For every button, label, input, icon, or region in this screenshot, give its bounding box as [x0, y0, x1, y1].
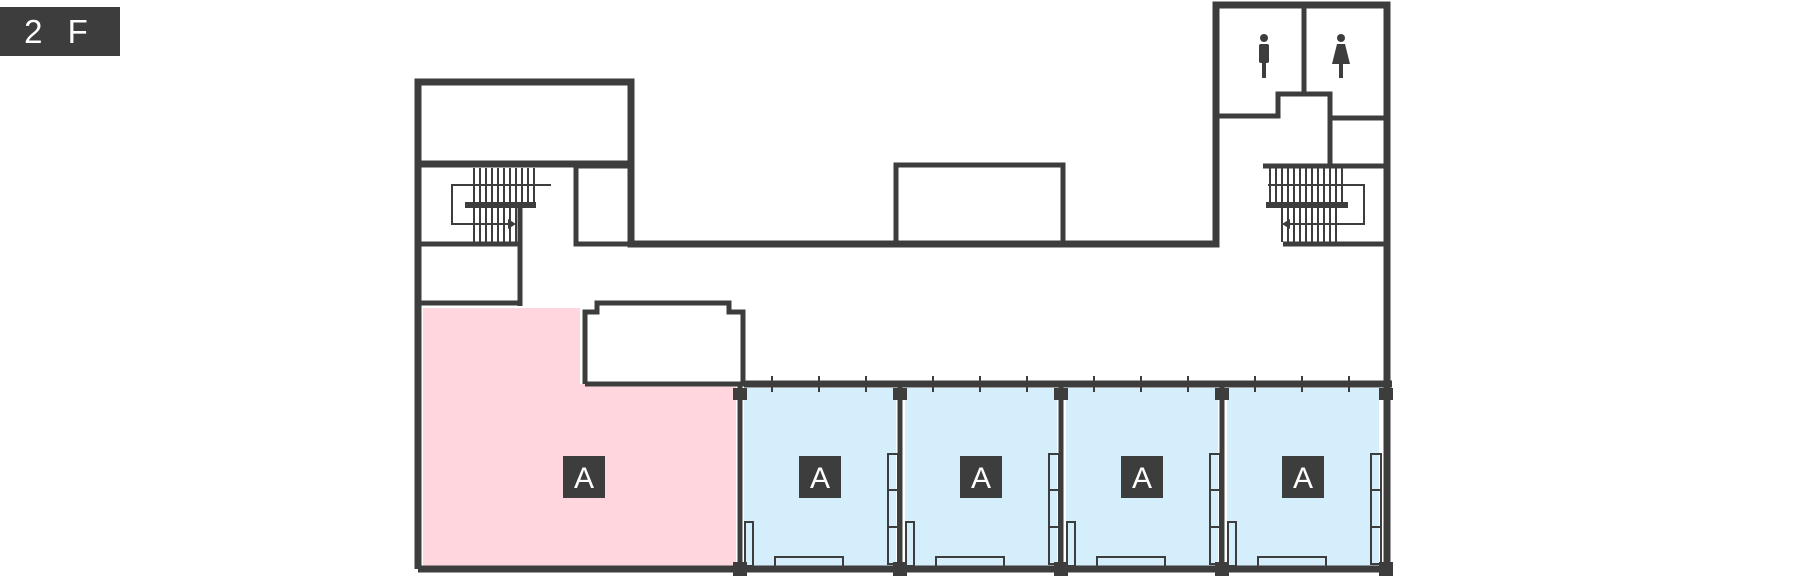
unit-label-2: A: [799, 456, 841, 498]
svg-text:A: A: [1132, 462, 1152, 495]
stairs-icon: [451, 168, 551, 242]
svg-text:A: A: [810, 462, 830, 495]
unit-area-1[interactable]: [423, 308, 736, 566]
svg-text:A: A: [574, 462, 594, 495]
interior-walls: [420, 5, 1386, 569]
unit-label-4: A: [1121, 456, 1163, 498]
unit-label-5: A: [1282, 456, 1324, 498]
unit-label-3: A: [960, 456, 1002, 498]
unit-label-1: A: [563, 456, 605, 498]
svg-text:A: A: [1293, 462, 1313, 495]
columns: [733, 388, 1393, 576]
male-restroom-icon: [1259, 34, 1269, 78]
stairs-icon: [1266, 168, 1365, 242]
female-restroom-icon: [1332, 34, 1350, 78]
svg-text:A: A: [971, 462, 991, 495]
window-ticks: [771, 376, 1350, 392]
floor-label: 2 F: [0, 7, 120, 56]
